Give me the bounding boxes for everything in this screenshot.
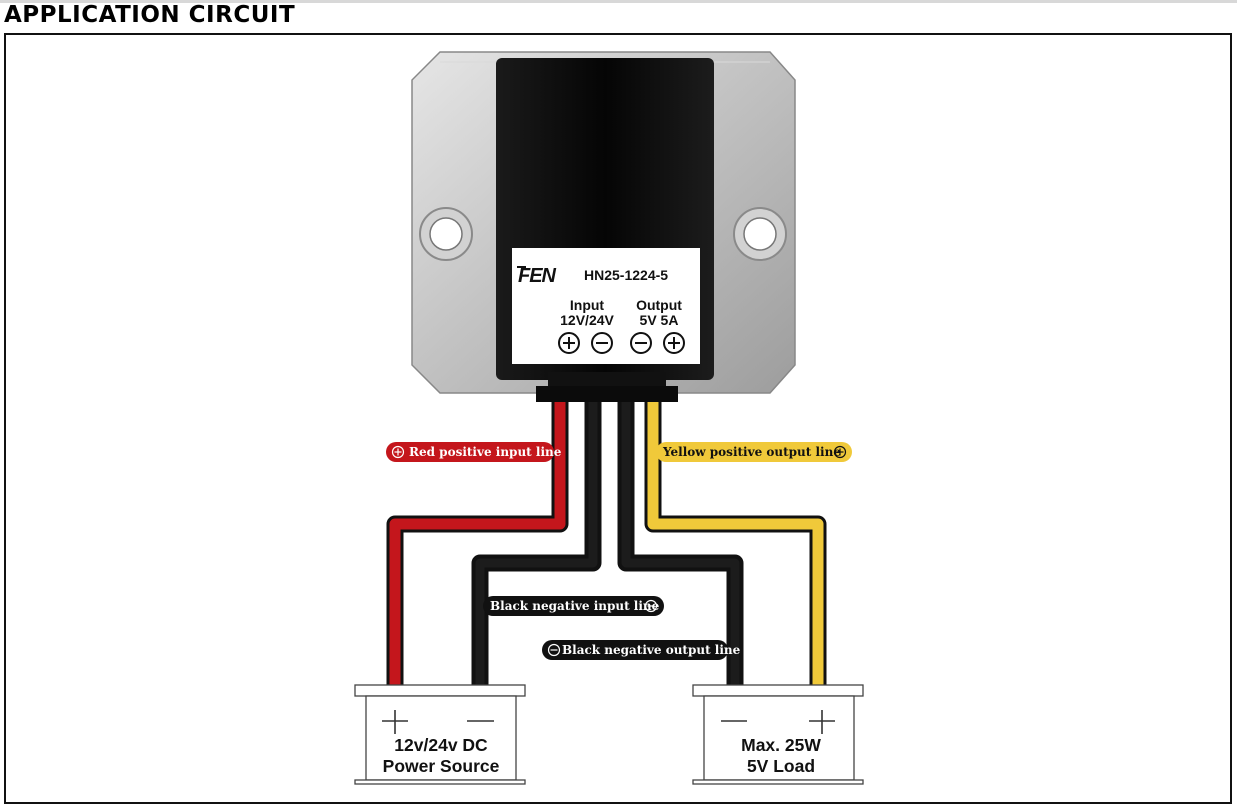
output-label: Output [636,297,682,313]
converter-module: FEN HN25-1224-5 Input 12V/24V Output 5V … [411,51,796,402]
red-wire-label: Red positive input line [409,445,562,459]
load-box: Max. 25W 5V Load [692,684,864,785]
red-wire-tag: Red positive input line [386,442,562,462]
plus-icon [809,710,835,734]
minus-icon [630,332,652,354]
top-rule [0,0,1237,3]
page-title: APPLICATION CIRCUIT [4,2,296,28]
minus-icon [591,332,613,354]
source-line2: Power Source [383,756,500,776]
yellow-wire-label: Yellow positive output line [662,445,841,459]
black-output-tag: Black negative output line [542,640,741,660]
source-line1: 12v/24v DC [394,735,488,755]
plus-icon [382,710,408,734]
load-line2: 5V Load [747,756,815,776]
brand-logo: FEN [517,263,567,287]
black-output-label: Black negative output line [562,643,741,657]
red-wire [389,402,566,688]
power-source-box: 12v/24v DC Power Source [354,684,526,785]
yellow-wire [647,402,824,688]
minus-icon [644,599,658,613]
plus-icon [833,445,847,459]
black-input-tag: Black negative input line [483,596,664,616]
black-input-label: Black negative input line [490,599,660,613]
minus-icon [547,643,561,657]
diagram-frame [4,33,1232,804]
wires [386,402,827,688]
plus-icon [663,332,685,354]
load-line1: Max. 25W [741,735,821,755]
model-number: HN25-1224-5 [584,267,668,283]
input-label: Input [570,297,605,313]
brand-text: FEN [518,265,557,287]
terminal-symbols [558,332,685,354]
plus-icon [391,445,405,459]
input-spec: 12V/24V [560,312,614,328]
yellow-wire-tag: Yellow positive output line [656,442,852,462]
plus-icon [558,332,580,354]
output-spec: 5V 5A [640,312,679,328]
